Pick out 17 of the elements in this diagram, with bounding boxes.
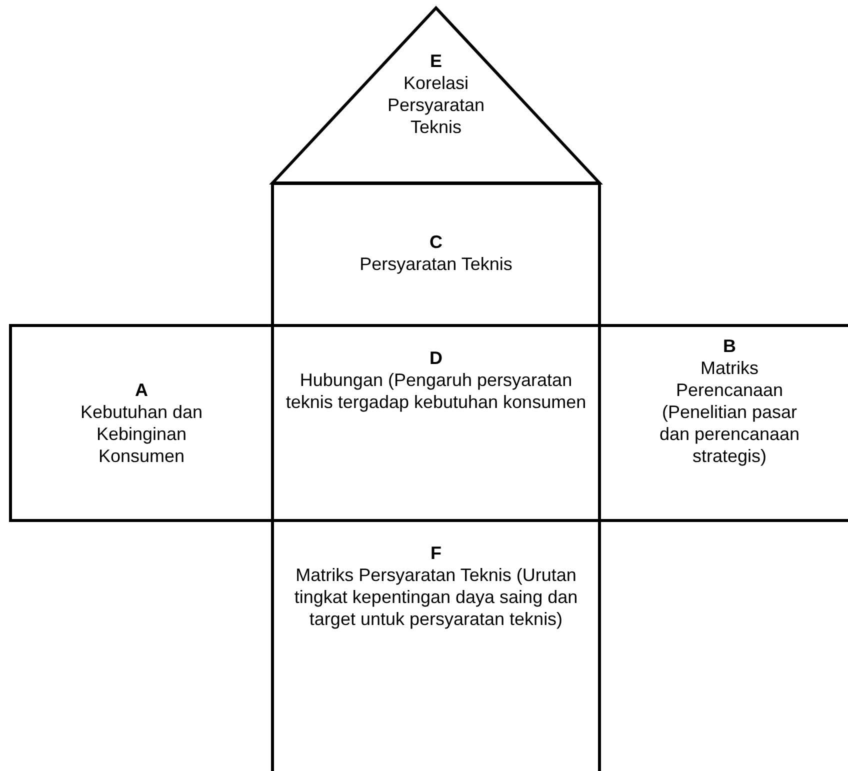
section-letter: F: [430, 542, 442, 564]
roof-triangle: [271, 6, 601, 185]
section-letter: B: [723, 335, 736, 357]
section-letter: E: [430, 50, 442, 72]
section-letter: C: [430, 231, 442, 253]
section-label: Korelasi Persyaratan Teknis: [386, 72, 486, 138]
section-label: Hubungan (Pengaruh persyaratan teknis tergadap kebutuhan konsumen: [284, 369, 588, 413]
matrix-box: [271, 519, 601, 771]
matrix-box: [598, 324, 848, 522]
matrix-box: [9, 324, 274, 522]
section-label: Kebutuhan dan Kebinginan Konsumen: [79, 401, 204, 467]
section-letter: D: [430, 347, 442, 369]
section-label: Matriks Persyaratan Teknis (Urutan tingkat kepentingan daya saing dan target untuk persyaratan teknis): [293, 564, 579, 630]
section-label: Persyaratan Teknis: [360, 253, 512, 275]
section-label: Matriks Perencanaan (Penelitian pasar dan perencanaan strategis): [658, 357, 801, 467]
matrix-box: [271, 182, 601, 327]
section-letter: A: [135, 379, 148, 401]
